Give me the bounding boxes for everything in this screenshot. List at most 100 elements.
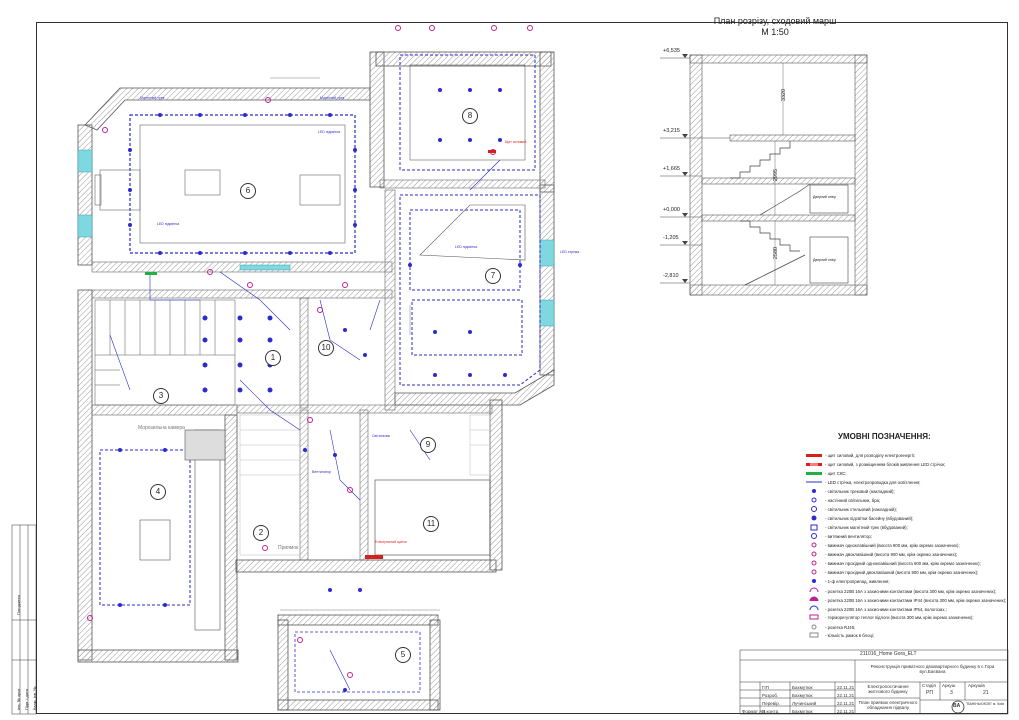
legend-item: - розетка 220В 16А з захисними контактам… [825, 598, 1007, 603]
section-dim: 2995 [773, 168, 780, 182]
room-number: 11 [423, 516, 439, 532]
signer-name: Бахмутюк [792, 709, 813, 714]
role: Розроб. [762, 693, 779, 698]
door-label: Дверний отвір [813, 258, 836, 262]
red-note: Щит силовий [505, 140, 527, 144]
legend-item: - світильник підсвітки басейну (вбудован… [825, 516, 914, 521]
stage-header: Стадія [922, 683, 936, 688]
format-label: Формат А3 [742, 709, 765, 714]
level-label: -1,205 [663, 235, 679, 241]
legend-item: - світильник магнітний трек (вбудований)… [825, 525, 908, 530]
legend-item: - розетка 220В 16А з захисними контактам… [825, 607, 947, 612]
section-title-line2: М 1:50 [761, 27, 789, 37]
blue-note: LED стрічка [560, 250, 580, 254]
object-name: Електропостачання житлового будинку [867, 684, 909, 694]
room7-lighting [399, 194, 541, 386]
legend-item: - вимикач двоклавішний (висота 900 мм, к… [825, 552, 958, 557]
inner-walls [91, 179, 546, 561]
legend-item: - 1-ф електроприлад, живлення; [825, 579, 890, 584]
company-name: "ВАНІНЬЮКОВ" м. Київ [966, 702, 1005, 706]
sign-date: 22.11.21 [837, 709, 855, 714]
title-block-lines [739, 649, 1009, 715]
legend-item: - щит силовий, для розподілу електроенер… [825, 453, 916, 458]
sheet-title: План приямок електричного обладнання під… [858, 700, 918, 710]
project-name: Реконструкція приватного двоквартирного … [870, 664, 995, 674]
level-label: -2,810 [663, 273, 679, 279]
room11-outline [374, 479, 491, 556]
signer-name: Бахмутюк [792, 693, 813, 698]
legend-item: - світильник трековий (накладний); [825, 489, 895, 494]
room9-tiles [469, 414, 491, 476]
signer-name: Лучинський [792, 701, 817, 706]
stage-value: РП [926, 690, 933, 696]
sheet-number: 3 [950, 690, 953, 696]
legend-item: - настінний світильник, бра; [825, 498, 881, 503]
electrical-panels [365, 150, 496, 559]
room-number: 8 [462, 108, 478, 124]
sheet-frame [36, 22, 1008, 714]
side-strip-label: Інв. № ориг. [16, 688, 21, 710]
role: ГІП [762, 685, 769, 690]
legend-item: - терморегулятор теплої підлоги (висота … [825, 615, 974, 620]
legend-item: - вимикач одноклавішний (висота 900 мм, … [825, 543, 960, 548]
blue-note: Світильник [372, 434, 391, 438]
room-number: 7 [485, 268, 501, 284]
legend-item: - розетка 220В 16А з захисними контактам… [825, 589, 997, 594]
sheets-count: 21 [983, 690, 989, 696]
blue-note: Магнітний трек [320, 96, 345, 100]
legend-symbols [806, 454, 822, 638]
legend-item: - щит СКС; [825, 471, 847, 476]
room-number: 2 [253, 525, 269, 541]
blue-note: LED підсвітка [318, 130, 341, 134]
role: Перевір. [762, 701, 780, 706]
legend-item: - кількість рамок в блоці; [825, 633, 875, 638]
room4-fixtures [139, 429, 226, 631]
room2-label: Приямок [278, 545, 299, 551]
room-number: 3 [153, 388, 169, 404]
drawing-code: 211016_Home Gora_ELT [860, 651, 917, 657]
left-strip [11, 524, 37, 715]
side-strip-label: Підп. і дата [24, 689, 29, 710]
signer-name: Бахмутюк [792, 685, 813, 690]
legend-item: - вимикач прохідний двоклавішний (висота… [825, 570, 979, 575]
wiring [109, 159, 501, 691]
section-dim: 2580 [773, 246, 780, 260]
section-title: План розрізу, сходовий марш М 1:50 [690, 16, 860, 38]
room-number: 6 [240, 183, 256, 199]
section-drawing [660, 54, 868, 296]
room-number: 1 [265, 350, 281, 366]
section-dim: 3320 [781, 88, 788, 102]
room5-lighting [294, 631, 421, 693]
room2-tiles [239, 414, 301, 556]
blue-note: Вентилятор [312, 470, 332, 474]
sheet-header: Аркуш [942, 683, 956, 688]
light-fixtures [118, 88, 522, 692]
side-strip-label: Погоджено [16, 594, 21, 615]
level-label: +3,215 [663, 128, 680, 134]
section-title-line1: План розрізу, сходовий марш [713, 16, 837, 26]
legend-item: - світильник стельовий (накладний); [825, 507, 898, 512]
role: Н.контр. [762, 709, 780, 714]
room8-lighting [399, 54, 536, 171]
room8-inner [409, 64, 526, 161]
green-markers [145, 272, 157, 275]
sign-date: 22.11.21 [837, 693, 855, 698]
blue-note: Магнітний трек [140, 96, 165, 100]
legend-item: - щит силовий, з розміщенням блоків живл… [825, 462, 946, 467]
red-note: Електричний щиток [375, 540, 407, 544]
level-label: +6,535 [663, 48, 680, 54]
level-label: +1,665 [663, 166, 680, 172]
room-number: 9 [420, 437, 436, 453]
level-label: +0,000 [663, 207, 680, 213]
switches [87, 25, 533, 678]
sheets-header: Аркушів [968, 683, 985, 688]
dimension-lines [270, 77, 440, 611]
legend-item: - витяжний вентилятор; [825, 534, 872, 539]
blue-note: LED підсвітка [157, 222, 180, 226]
legend-item: - вимикач прохідний одноклавішний (висот… [825, 561, 981, 566]
company-logo-text: BA [953, 703, 961, 709]
side-strip-label: Взам. інв. № [32, 686, 37, 710]
company-logo [951, 700, 965, 714]
